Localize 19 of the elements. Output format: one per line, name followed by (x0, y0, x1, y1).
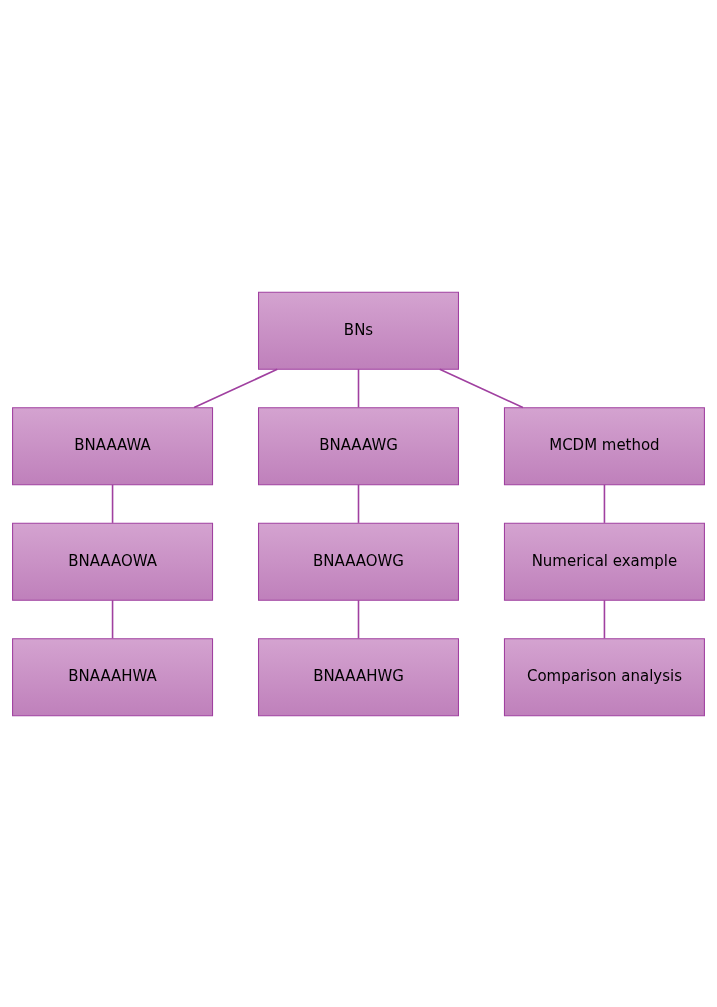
node-box: BNs (258, 291, 459, 370)
connector (603, 483, 606, 524)
connector (111, 598, 114, 639)
node-box: BNAAAOWA (12, 522, 214, 601)
connector (603, 598, 606, 639)
connector (357, 367, 360, 408)
connector (438, 367, 524, 408)
node-box: BNAAAWA (12, 406, 214, 485)
connector (193, 367, 279, 408)
node-box: BNAAAHWA (12, 637, 214, 716)
connector (357, 598, 360, 639)
connector (357, 483, 360, 524)
connector (111, 483, 114, 524)
node-box: BNAAAHWG (258, 637, 459, 716)
node-box: Numerical example (503, 522, 705, 601)
node-box: BNAAAOWG (258, 522, 459, 601)
node-box: MCDM method (503, 406, 705, 485)
node-box: Comparison analysis (503, 637, 705, 716)
node-box: BNAAAWG (258, 406, 459, 485)
